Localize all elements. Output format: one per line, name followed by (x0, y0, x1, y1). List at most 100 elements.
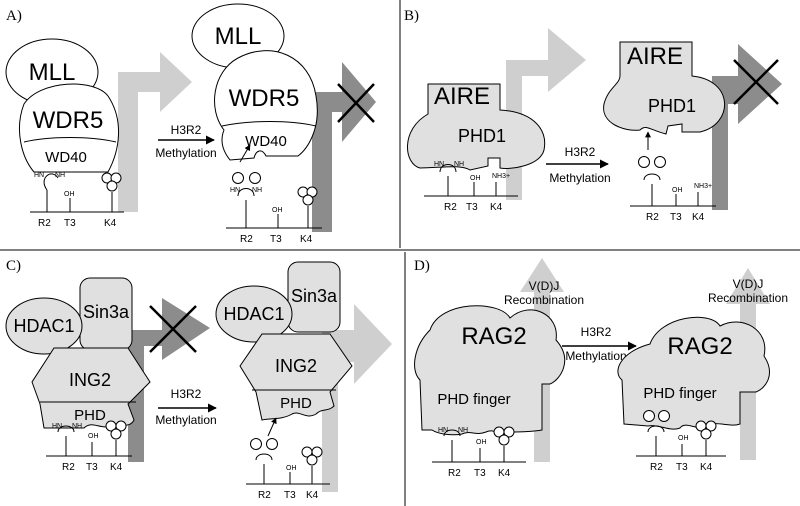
methyl-group (250, 438, 262, 450)
svg-text:H3R2: H3R2 (581, 325, 612, 339)
mll-label: MLL (29, 59, 76, 86)
svg-text:R2: R2 (38, 218, 51, 229)
svg-text:K4: K4 (700, 462, 713, 473)
svg-text:R2: R2 (444, 202, 457, 213)
svg-text:R2: R2 (62, 462, 75, 473)
hdac1-subunit (5, 297, 83, 355)
svg-text:NH: NH (454, 161, 464, 168)
rag2-complex-1: RAG2 PHD finger (414, 305, 566, 436)
hdac1-subunit (215, 285, 293, 343)
binding-arrow (267, 417, 277, 437)
svg-text:K4: K4 (300, 234, 313, 245)
panel-d-label: D) (414, 258, 430, 274)
methyl-group (110, 428, 122, 440)
mll-label: MLL (215, 23, 262, 50)
histone-tail-c2: OH R2 T3 K4 (246, 438, 330, 501)
svg-text:OH: OH (286, 465, 297, 472)
ing2-complex-1: Sin3a HDAC1 ING2 PHD (5, 277, 151, 429)
ing2-label: ING2 (275, 356, 317, 376)
svg-text:T3: T3 (64, 218, 76, 229)
phd-label: PHD (280, 395, 312, 412)
svg-text:V(D)J: V(D)J (529, 279, 560, 293)
svg-text:K4: K4 (104, 218, 117, 229)
svg-text:OH: OH (672, 187, 683, 194)
blocked-x-icon (337, 83, 375, 123)
svg-text:R2: R2 (448, 468, 461, 479)
svg-text:K4: K4 (498, 468, 511, 479)
wdr5-complex-2: MLL WDR5 WD40 (191, 3, 318, 161)
wdr5-subunit (214, 50, 318, 161)
svg-text:HN: HN (230, 187, 240, 194)
transcription-arrow-dark (128, 298, 210, 462)
aire-subunit (407, 83, 546, 171)
phd-finger-label: PHD finger (437, 391, 510, 408)
rag2-label: RAG2 (461, 323, 526, 350)
histone-tail-a2: HN NH OH R2 T3 K4 (226, 172, 322, 245)
svg-text:Methylation: Methylation (549, 171, 610, 185)
svg-text:R2: R2 (240, 234, 253, 245)
methyl-group (266, 438, 278, 450)
svg-text:K4: K4 (306, 490, 319, 501)
transcription-arrow-light (118, 52, 192, 212)
histone-tail-a1: HN NH OH R2 T3 K4 (30, 172, 124, 229)
svg-text:K4: K4 (490, 202, 503, 213)
svg-text:T3: T3 (86, 462, 98, 473)
rag2-complex-2: RAG2 PHD finger (617, 316, 770, 430)
svg-text:H3R2: H3R2 (171, 123, 202, 137)
methyl-group (705, 420, 717, 432)
methyl-group (654, 156, 666, 168)
transcription-arrow-dark (312, 62, 376, 232)
rag2-subunit (617, 316, 770, 430)
aire-subunit (603, 41, 725, 135)
svg-text:T3: T3 (670, 212, 682, 223)
wdr5-subunit (18, 83, 119, 173)
svg-text:Methylation: Methylation (155, 146, 216, 160)
aire-complex-2: AIRE PHD1 (603, 41, 725, 135)
methyl-group (700, 428, 712, 440)
phd-finger-label: PHD finger (643, 385, 716, 402)
panel-c: C) Sin3a HDAC1 ING2 PHD HN NH OH (5, 258, 392, 501)
svg-text:R2: R2 (650, 462, 663, 473)
svg-text:T3: T3 (270, 234, 282, 245)
svg-text:K4: K4 (692, 212, 705, 223)
svg-text:HN: HN (434, 161, 444, 168)
aire-label: AIRE (434, 83, 490, 110)
svg-text:T3: T3 (284, 490, 296, 501)
panel-b-label: B) (404, 8, 419, 24)
methyl-group (115, 420, 127, 432)
sin3a-label: Sin3a (83, 302, 130, 322)
phd1-label: PHD1 (458, 126, 506, 146)
svg-text:OH: OH (470, 175, 481, 182)
methyl-group (232, 172, 244, 184)
svg-text:NH: NH (72, 423, 82, 430)
methyl-group (503, 426, 515, 438)
hdac1-label: HDAC1 (223, 304, 284, 324)
svg-text:T3: T3 (676, 462, 688, 473)
svg-text:NH3+: NH3+ (694, 183, 712, 190)
svg-text:HN: HN (34, 172, 44, 179)
svg-text:OH: OH (88, 433, 99, 440)
methyl-group (658, 410, 670, 422)
transcription-arrow-dark (712, 44, 782, 210)
methyl-group (106, 180, 118, 192)
panel-a-label: A) (6, 8, 22, 24)
panel-b: B) AIRE PHD1 HN NH OH NH3+ R2 T3 K4 H3R2… (404, 8, 782, 223)
methyl-group (306, 454, 318, 466)
svg-text:Methylation: Methylation (565, 349, 626, 363)
sin3a-subunit (287, 261, 341, 333)
phd1-label: PHD1 (648, 96, 696, 116)
methyl-group (643, 410, 655, 422)
ing2-subunit (239, 333, 353, 421)
svg-text:NH: NH (458, 427, 468, 434)
svg-text:OH: OH (64, 191, 75, 198)
wd40-label: WD40 (45, 149, 87, 166)
svg-text:OH: OH (272, 207, 283, 214)
aire-complex-1: AIRE PHD1 (407, 83, 546, 171)
svg-text:V(D)J: V(D)J (733, 277, 764, 291)
svg-text:Recombination: Recombination (708, 291, 788, 305)
panel-d: D) V(D)J Recombination RAG2 PHD finger H… (414, 258, 788, 479)
svg-text:OH: OH (678, 435, 689, 442)
histone-tail-b1: HN NH OH NH3+ R2 T3 K4 (424, 161, 518, 213)
wdr5-complex-1: MLL WDR5 WD40 (5, 38, 119, 173)
